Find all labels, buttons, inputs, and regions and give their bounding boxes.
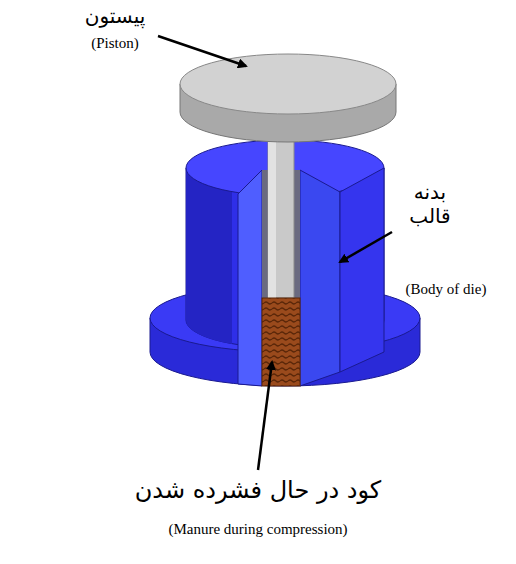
part-name-english: (Piston) (60, 34, 170, 52)
part-name: پیستون (60, 4, 170, 28)
part-name-english: (Manure during compression) (48, 520, 468, 538)
leader-arrows (158, 36, 392, 470)
cut-faces (238, 168, 384, 386)
part-name: بدنه قالب (390, 180, 470, 228)
piston-head (180, 54, 396, 142)
part-name-english: (Body of die) (381, 280, 511, 298)
piston-rod (268, 118, 294, 298)
part-name: کود در حال فشرده شدن (48, 476, 468, 505)
manure-sample (262, 298, 300, 386)
